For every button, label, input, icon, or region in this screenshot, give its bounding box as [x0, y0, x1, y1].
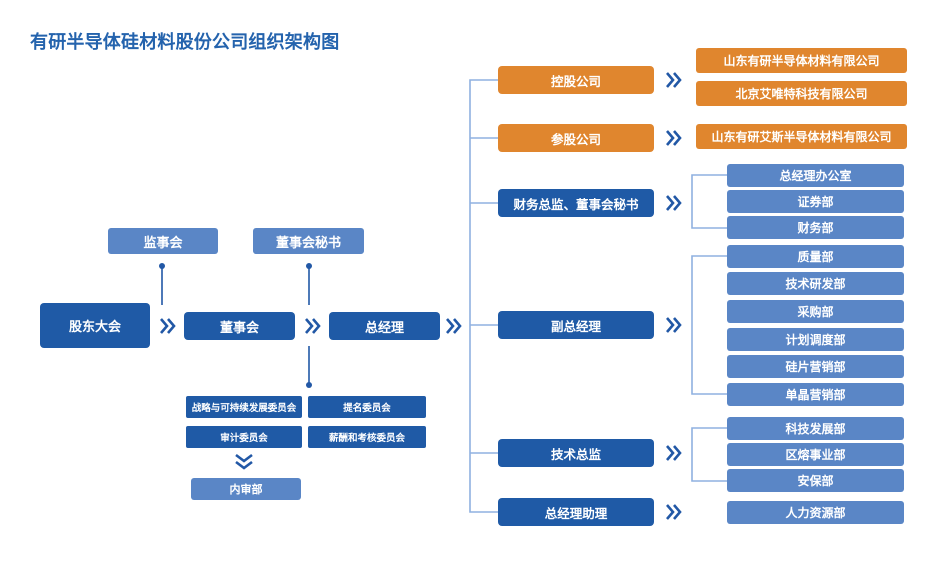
department-box: 总经理办公室 [727, 164, 904, 187]
deputy-gm-box: 副总经理 [498, 311, 654, 339]
secretary-connector-dot [306, 263, 312, 269]
department-box: 财务部 [727, 216, 904, 239]
department-box: 硅片营销部 [727, 355, 904, 378]
gm-assistant-box: 总经理助理 [498, 498, 654, 526]
deputy-group-bracket [691, 255, 727, 395]
internal-audit-box: 内审部 [191, 478, 301, 500]
committee-box: 提名委员会 [308, 396, 426, 418]
equity-participation-box: 参股公司 [498, 124, 654, 152]
technical-director-box: 技术总监 [498, 439, 654, 467]
supervisory-connector-dot [159, 263, 165, 269]
supervisory-board-box: 监事会 [108, 228, 218, 254]
department-box: 区熔事业部 [727, 443, 904, 466]
double-chevron-down-icon [235, 453, 253, 470]
chart-title: 有研半导体硅材料股份公司组织架构图 [30, 32, 340, 53]
department-box: 证券部 [727, 190, 904, 213]
committee-box: 薪酬和考核委员会 [308, 426, 426, 448]
department-box: 单晶营销部 [727, 383, 904, 406]
double-chevron-right-icon [666, 195, 682, 211]
finance-group-bracket [691, 174, 727, 229]
cfo-secretary-box: 财务总监、董事会秘书 [498, 189, 654, 217]
main-bracket [469, 79, 498, 513]
board-box: 董事会 [184, 312, 295, 340]
double-chevron-right-icon [666, 317, 682, 333]
department-box: 技术研发部 [727, 272, 904, 295]
subsidiary-box: 北京艾唯特科技有限公司 [696, 81, 907, 106]
committee-connector-dot [306, 382, 312, 388]
general-manager-box: 总经理 [329, 312, 440, 340]
double-chevron-right-icon [666, 130, 682, 146]
double-chevron-right-icon [305, 318, 321, 334]
department-box: 质量部 [727, 245, 904, 268]
double-chevron-right-icon [666, 445, 682, 461]
double-chevron-right-icon [666, 72, 682, 88]
double-chevron-right-icon [666, 504, 682, 520]
department-box: 人力资源部 [727, 501, 904, 524]
double-chevron-right-icon [446, 318, 462, 334]
committee-box: 战略与可持续发展委员会 [186, 396, 302, 418]
department-box: 采购部 [727, 300, 904, 323]
shareholders-meeting-box: 股东大会 [40, 303, 150, 348]
subsidiary-box: 山东有研半导体材料有限公司 [696, 48, 907, 73]
affiliate-box: 山东有研艾斯半导体材料有限公司 [696, 124, 907, 149]
board-secretary-box: 董事会秘书 [253, 228, 364, 254]
double-chevron-right-icon [160, 318, 176, 334]
holding-companies-box: 控股公司 [498, 66, 654, 94]
department-box: 安保部 [727, 469, 904, 492]
department-box: 计划调度部 [727, 328, 904, 351]
tech-group-bracket [691, 427, 727, 482]
department-box: 科技发展部 [727, 417, 904, 440]
committee-box: 审计委员会 [186, 426, 302, 448]
